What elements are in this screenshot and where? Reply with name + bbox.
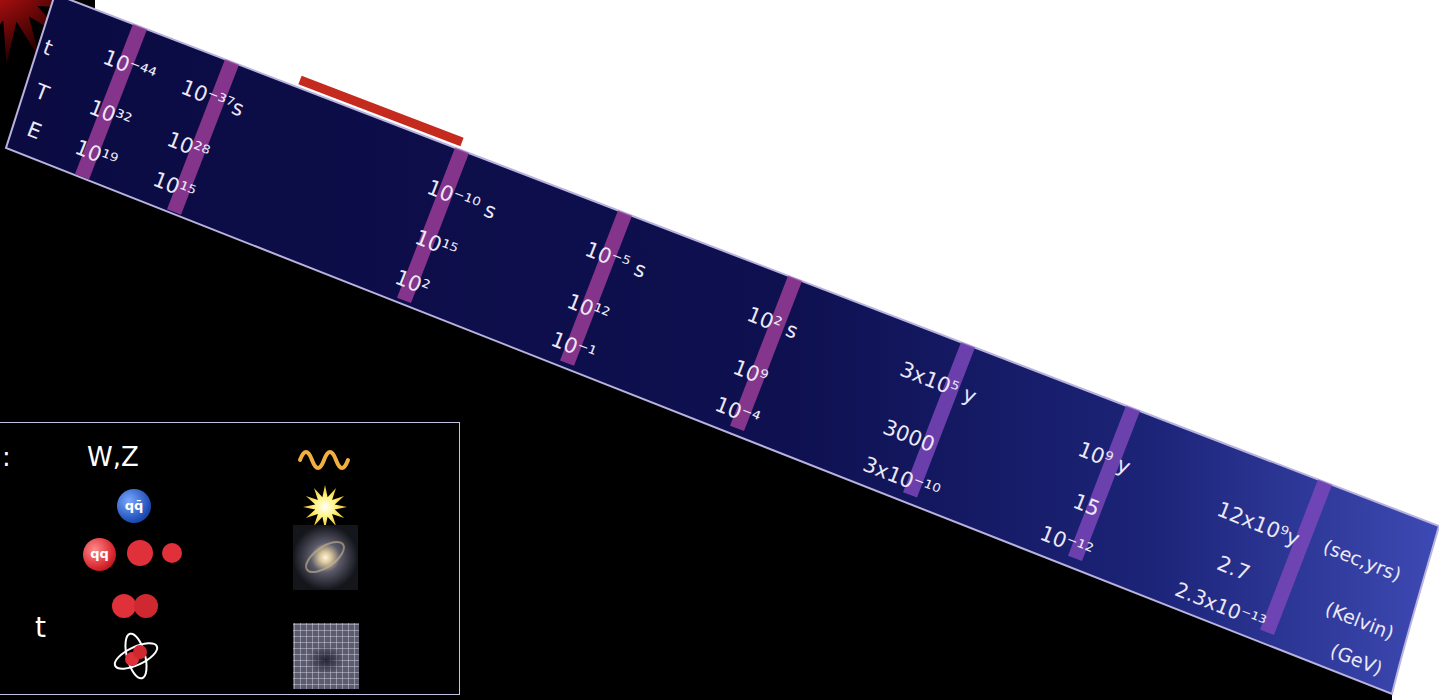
unit-label: (sec,yrs)	[1320, 536, 1404, 585]
epoch-stripe	[167, 59, 239, 214]
axis-letter: T	[32, 80, 52, 106]
temperature-value: 2.7	[1214, 552, 1254, 586]
time-value: 3x10⁵ y	[897, 358, 980, 409]
epoch-stripe	[1260, 480, 1332, 635]
epoch-stripe	[75, 24, 147, 179]
energy-value: 10¹⁹	[72, 136, 121, 173]
white-ground	[1392, 526, 1439, 700]
spacetime-grid	[293, 623, 359, 689]
time-value: 10⁻⁴⁴	[100, 46, 159, 88]
temperature-value: 15	[1070, 490, 1103, 521]
time-value: 10⁻¹⁰ s	[424, 176, 500, 224]
quark-pair-sphere: qq	[83, 538, 116, 571]
particle-label: qq	[90, 547, 109, 561]
spacetime-grid	[293, 623, 359, 689]
energy-value: 10²	[392, 266, 433, 300]
time-value: 12x10⁹y	[1214, 498, 1303, 551]
energy-value: 10¹⁵	[150, 168, 199, 205]
particle-label: t	[35, 613, 46, 644]
unit-label: (GeV)	[1327, 640, 1385, 679]
nucleon-sphere	[134, 594, 158, 618]
temperature-value: 10²⁸	[164, 128, 213, 165]
temperature-value: 10¹²	[564, 290, 613, 327]
energy-value: 10⁻⁴	[712, 393, 763, 431]
axis-letter: t	[40, 36, 56, 61]
starburst	[0, 0, 81, 64]
energy-value: 10⁻¹²	[1037, 522, 1096, 564]
band-outline	[6, 0, 1439, 694]
galaxy-arm	[301, 536, 349, 578]
energy-value: 10⁻¹	[548, 328, 599, 366]
epoch-stripe	[730, 276, 802, 431]
epoch-stripe	[1068, 406, 1140, 561]
star-icon	[303, 485, 347, 529]
particle-label: W,Z	[87, 443, 139, 472]
quark-antiquark-sphere: qq̄	[117, 489, 151, 523]
time-value: 10² s	[744, 303, 802, 344]
galaxy-image	[293, 525, 358, 590]
temperature-value: 10³²	[86, 96, 135, 133]
nucleon-sphere	[112, 594, 136, 618]
gravity-well	[308, 646, 344, 674]
time-value: 10⁻⁵ s	[582, 238, 650, 283]
white-ground	[95, 0, 1439, 526]
time-value: 10⁻³⁷s	[178, 76, 247, 122]
temperature-value: 10¹⁵	[412, 226, 461, 263]
red-stroke	[300, 80, 462, 142]
epoch-stripe	[560, 210, 632, 365]
epoch-stripe	[903, 342, 975, 497]
legend-box: qq̄ qq: W,Z t	[0, 422, 460, 695]
particle-label: qq̄	[125, 499, 144, 513]
energy-value: 2.3x10⁻¹³	[1172, 578, 1269, 634]
axis-letter: E	[24, 118, 45, 144]
atom-icon	[111, 631, 160, 680]
temperature-value: 10⁹	[730, 356, 771, 390]
energy-value: 3x10⁻¹⁰	[860, 453, 943, 504]
time-value: 10⁹ y	[1075, 438, 1134, 479]
hadron-sphere	[162, 543, 182, 563]
unit-label: (Kelvin)	[1322, 598, 1397, 644]
temperature-value: 3000	[880, 416, 938, 457]
hadron-sphere	[127, 540, 153, 566]
legend-symbol: :	[2, 443, 11, 472]
epoch-stripe	[397, 148, 469, 303]
photon-wave	[300, 452, 348, 468]
